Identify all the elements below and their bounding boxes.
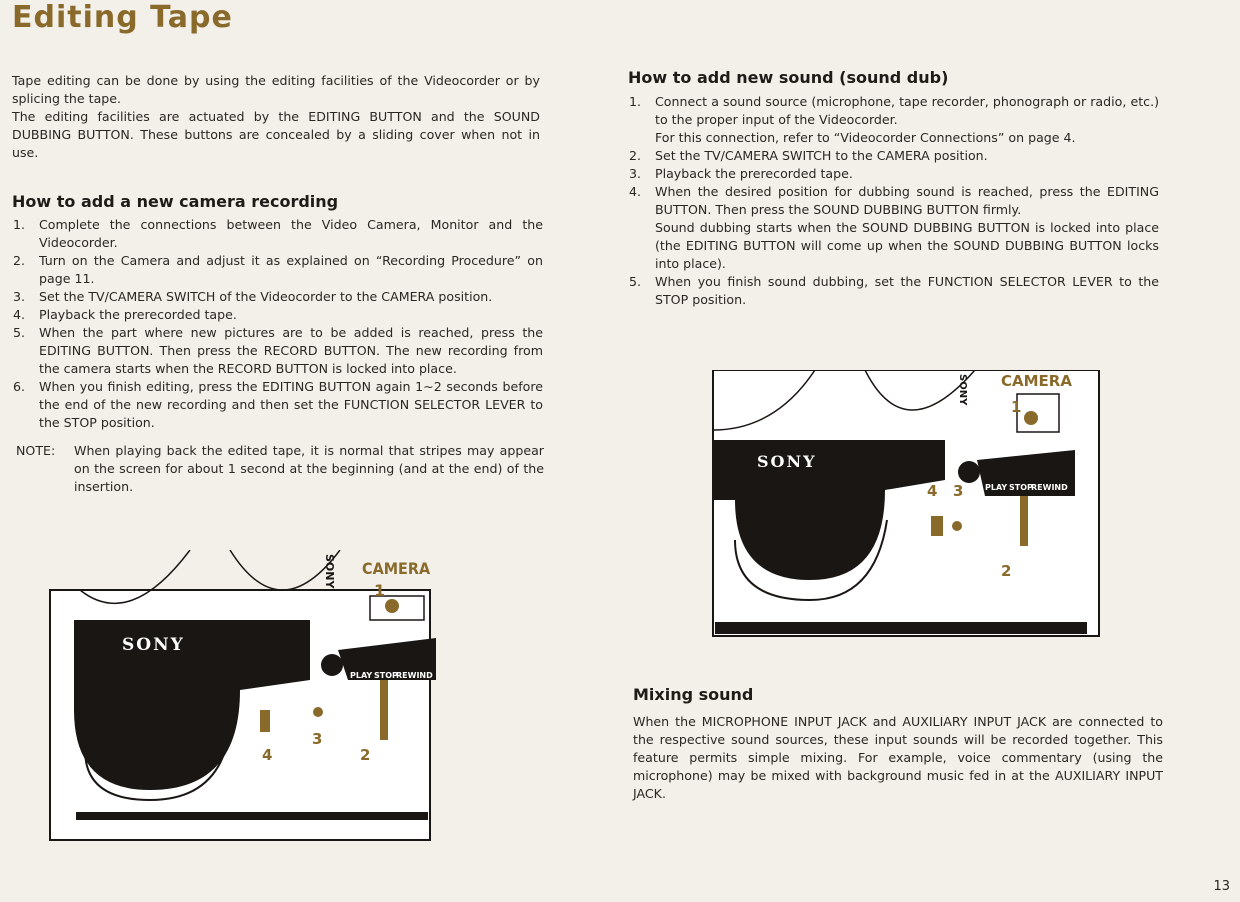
stop-label: STOP xyxy=(1009,483,1033,492)
step-number: 6. xyxy=(13,379,26,394)
list-item: 5. When the part where new pictures are t… xyxy=(13,324,543,378)
list-item: 3. Set the TV/CAMERA SWITCH of the Videoc… xyxy=(13,288,543,306)
play-label: PLAY xyxy=(985,483,1007,492)
callout-3: 3 xyxy=(953,482,963,500)
mixing-section-heading: Mixing sound xyxy=(633,685,754,704)
step-text: Turn on the Camera and adjust it as expl… xyxy=(39,253,543,286)
list-item: 1. Complete the connections between the V… xyxy=(13,216,543,252)
step-extra-text: For this connection, refer to “Videocord… xyxy=(655,130,1076,145)
callout-2: 2 xyxy=(360,746,370,764)
brand-vertical-label: SONY xyxy=(957,374,968,406)
step-text: Set the TV/CAMERA SWITCH to the CAMERA p… xyxy=(655,148,988,163)
step-text: Connect a sound source (microphone, tape… xyxy=(655,94,1159,127)
callout-1: 1 xyxy=(1011,398,1021,416)
step-number: 3. xyxy=(13,289,26,304)
intro-paragraph-1: Tape editing can be done by using the ed… xyxy=(12,73,540,106)
sound-dub-button-icon xyxy=(952,521,962,531)
camera-switch-icon xyxy=(385,599,399,613)
step-text: When you finish editing, press the EDITI… xyxy=(39,379,543,430)
page-title: Editing Tape xyxy=(12,0,233,35)
step-text: When you finish sound dubbing, set the F… xyxy=(655,274,1159,307)
camera-label: CAMERA xyxy=(362,559,431,578)
step-number: 1. xyxy=(629,94,642,109)
step-text: Complete the connections between the Vid… xyxy=(39,217,543,250)
list-item: 3. Playback the prerecorded tape. xyxy=(629,165,1159,183)
brand-vertical-label: SONY xyxy=(323,554,336,589)
list-item: 5. When you finish sound dubbing, set the… xyxy=(629,273,1159,309)
sound-section-heading: How to add new sound (sound dub) xyxy=(628,68,949,87)
list-item: 2. Turn on the Camera and adjust it as ex… xyxy=(13,252,543,288)
step-extra-text: Sound dubbing starts when the SOUND DUBB… xyxy=(655,220,1159,271)
camera-steps-list: 1. Complete the connections between the V… xyxy=(13,216,543,432)
step-number: 2. xyxy=(13,253,26,268)
list-item: 1. Connect a sound source (microphone, ta… xyxy=(629,93,1159,147)
step-text: When the part where new pictures are to … xyxy=(39,325,543,376)
list-item: 4. Playback the prerecorded tape. xyxy=(13,306,543,324)
step-text: Playback the prerecorded tape. xyxy=(39,307,237,322)
editing-diagram-left: SONY SONY CAMERA 1 PLAY STOP REWIND 4 3 … xyxy=(49,550,436,841)
editing-button-icon xyxy=(931,516,943,536)
editing-diagram-right: SONY SONY CAMERA 1 PLAY STOP REWIND 4 3 … xyxy=(712,370,1100,637)
record-button-icon xyxy=(313,707,323,717)
step-text: Playback the prerecorded tape. xyxy=(655,166,853,181)
note-block: NOTE: When playing back the edited tape,… xyxy=(16,442,544,496)
mixing-paragraph: When the MICROPHONE INPUT JACK and AUXIL… xyxy=(633,714,1163,801)
stop-label: STOP xyxy=(374,671,398,680)
list-item: 4. When the desired position for dubbing … xyxy=(629,183,1159,273)
play-label: PLAY xyxy=(350,671,372,680)
callout-1: 1 xyxy=(374,581,385,600)
brand-label: SONY xyxy=(757,452,817,471)
step-number: 5. xyxy=(13,325,26,340)
step-text: When the desired position for dubbing so… xyxy=(655,184,1159,217)
record-button-icon xyxy=(321,654,343,676)
editing-button-icon xyxy=(260,710,270,732)
camera-section-heading: How to add a new camera recording xyxy=(12,192,339,211)
callout-4: 4 xyxy=(262,746,272,764)
list-item: 2. Set the TV/CAMERA SWITCH to the CAMERA… xyxy=(629,147,1159,165)
intro-paragraph-2: The editing facilities are actuated by t… xyxy=(12,109,540,160)
function-lever-icon xyxy=(380,680,388,740)
function-lever-icon xyxy=(1020,496,1028,546)
step-number: 5. xyxy=(629,274,642,289)
step-number: 2. xyxy=(629,148,642,163)
callout-3: 3 xyxy=(312,730,322,748)
rewind-label: REWIND xyxy=(396,671,433,680)
step-number: 1. xyxy=(13,217,26,232)
step-number: 3. xyxy=(629,166,642,181)
brand-label: SONY xyxy=(122,635,185,655)
callout-4: 4 xyxy=(927,482,937,500)
step-number: 4. xyxy=(13,307,26,322)
note-text: When playing back the edited tape, it is… xyxy=(74,443,544,494)
camera-label: CAMERA xyxy=(1001,372,1072,390)
step-text: Set the TV/CAMERA SWITCH of the Videocor… xyxy=(39,289,493,304)
camera-switch-icon xyxy=(1024,411,1038,425)
sound-steps-list: 1. Connect a sound source (microphone, ta… xyxy=(629,93,1159,309)
callout-2: 2 xyxy=(1001,562,1011,580)
page-number: 13 xyxy=(1213,879,1230,894)
rewind-label: REWIND xyxy=(1031,483,1068,492)
list-item: 6. When you finish editing, press the EDI… xyxy=(13,378,543,432)
step-number: 4. xyxy=(629,184,642,199)
note-label: NOTE: xyxy=(16,443,56,458)
record-button-icon xyxy=(958,461,980,483)
